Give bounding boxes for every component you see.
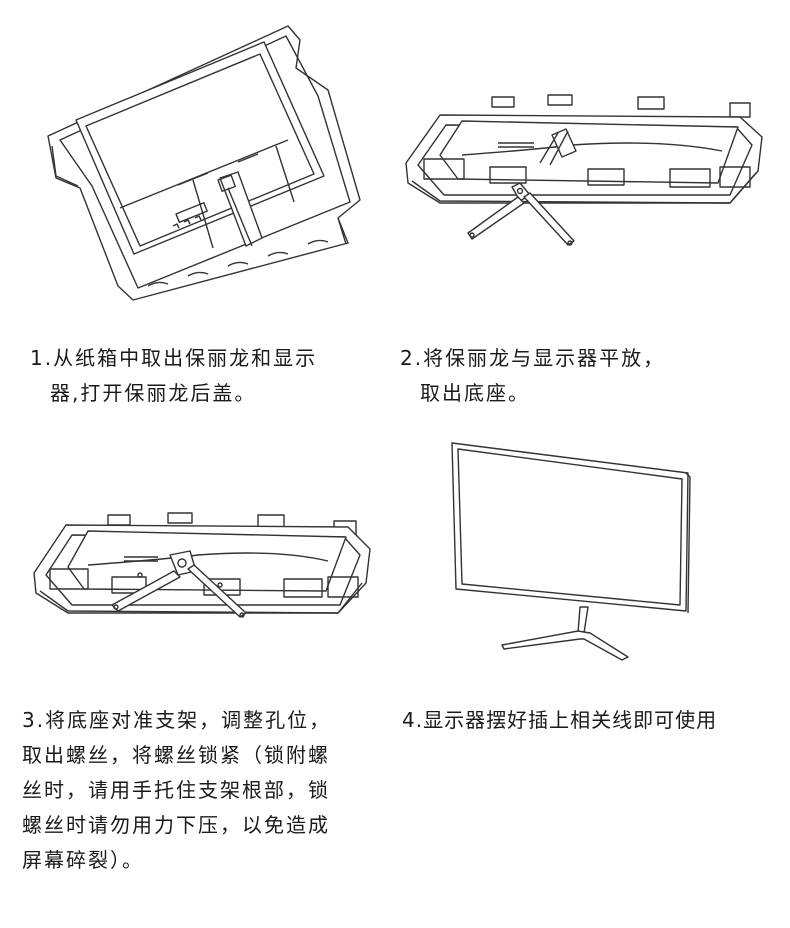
step-2-line-2: 取出底座。: [420, 381, 530, 405]
step-1-caption: 1.从纸箱中取出保丽龙和显示 器,打开保丽龙后盖。: [30, 341, 317, 411]
step-3-line-1: 3.将底座对准支架，调整孔位，: [22, 708, 332, 732]
step-3-caption: 3.将底座对准支架，调整孔位， 取出螺丝，将螺丝锁紧（锁附螺 丝时，请用手托住支…: [22, 703, 331, 878]
step-2-line-1: 2.将保丽龙与显示器平放，: [400, 346, 666, 370]
step-2-illustration: [400, 85, 765, 255]
step-4-illustration: [440, 435, 700, 670]
step-4-line-1: 4.显示器摆好插上相关线即可使用: [402, 708, 718, 732]
step-1-illustration: [38, 18, 378, 308]
step-4-caption: 4.显示器摆好插上相关线即可使用: [402, 703, 717, 738]
step-1-line-2: 器,打开保丽龙后盖。: [50, 381, 257, 405]
step-1-line-1: 1.从纸箱中取出保丽龙和显示: [30, 346, 318, 370]
step-3-illustration: [28, 505, 373, 645]
step-3-line-5: 屏幕碎裂）。: [22, 848, 144, 872]
step-3-line-4: 螺丝时请勿用力下压，以免造成: [22, 813, 330, 837]
step-3-line-2: 取出螺丝，将螺丝锁紧（锁附螺: [22, 743, 330, 767]
step-3-line-3: 丝时，请用手托住支架根部，锁: [22, 778, 330, 802]
step-2-caption: 2.将保丽龙与显示器平放， 取出底座。: [400, 341, 665, 411]
